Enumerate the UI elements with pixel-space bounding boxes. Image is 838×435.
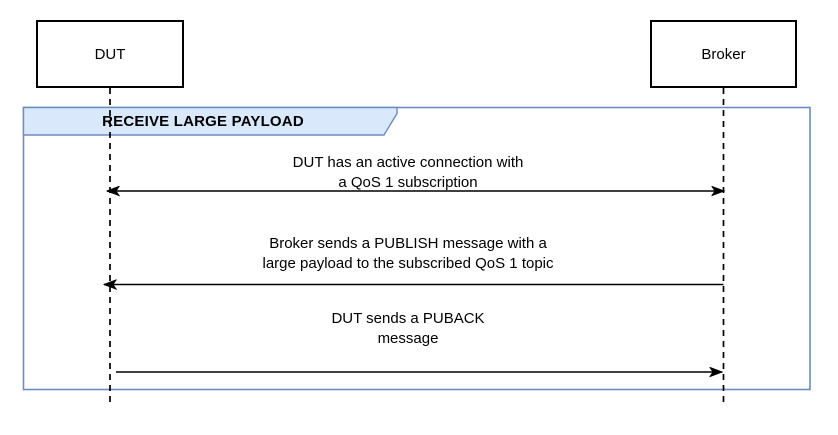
message-text-puback: DUT sends a PUBACK message bbox=[148, 309, 668, 349]
message-line: a QoS 1 subscription bbox=[338, 174, 478, 191]
actor-label-broker: Broker bbox=[701, 45, 746, 63]
message-line: DUT has an active connection with bbox=[292, 154, 524, 171]
fragment-label-tab bbox=[22, 106, 398, 136]
message-text-publish: Broker sends a PUBLISH message with a la… bbox=[148, 234, 668, 274]
fragment-label: RECEIVE LARGE PAYLOAD bbox=[102, 112, 304, 130]
message-text-connection: DUT has an active connection with a QoS … bbox=[148, 153, 668, 193]
actor-box-dut: DUT bbox=[36, 20, 184, 88]
actor-box-broker: Broker bbox=[650, 20, 797, 88]
message-line: message bbox=[377, 330, 439, 347]
message-line: large payload to the subscribed QoS 1 to… bbox=[262, 255, 554, 272]
message-line: Broker sends a PUBLISH message with a bbox=[269, 235, 547, 252]
actor-label-dut: DUT bbox=[94, 45, 126, 63]
message-line: DUT sends a PUBACK bbox=[331, 310, 485, 327]
fragment-frame-border bbox=[22, 106, 811, 391]
